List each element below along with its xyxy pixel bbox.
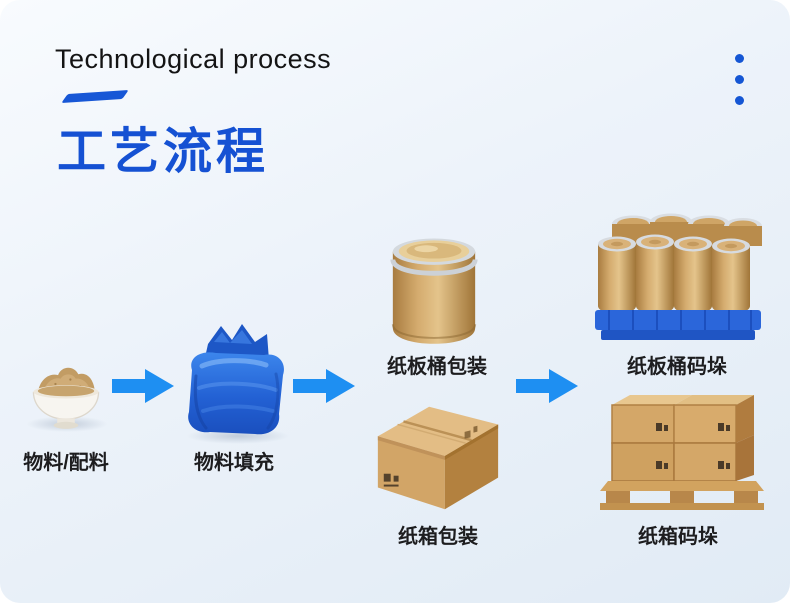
dot [735,75,744,84]
dot [735,96,744,105]
dot [735,54,744,63]
flow-label-carton-packing: 纸箱包装 [398,526,478,548]
flow-label-filling: 物料填充 [194,452,274,474]
fiber-drum-image [385,224,483,346]
flow-arrow-icon [516,366,580,406]
flow-label-drum-packing: 纸板桶包装 [387,356,487,378]
flow-arrow-icon [112,366,176,406]
title-underline-dash [61,89,129,104]
flow-label-material: 物料/配料 [23,452,109,474]
menu-dots-icon[interactable] [735,54,744,105]
carton-pallet-image [598,383,766,513]
drum-pallet-image [593,194,763,344]
flow-label-carton-palletizing: 纸箱码垛 [638,526,718,548]
filled-bag-image [176,316,292,440]
carton-box-image [368,398,506,512]
flow-label-drum-palletizing: 纸板桶码垛 [627,356,727,378]
material-bowl-image [22,350,110,432]
section-subtitle: Technological process [55,44,332,74]
flow-arrow-icon [293,366,357,406]
page-title: 工艺流程 [57,125,270,179]
